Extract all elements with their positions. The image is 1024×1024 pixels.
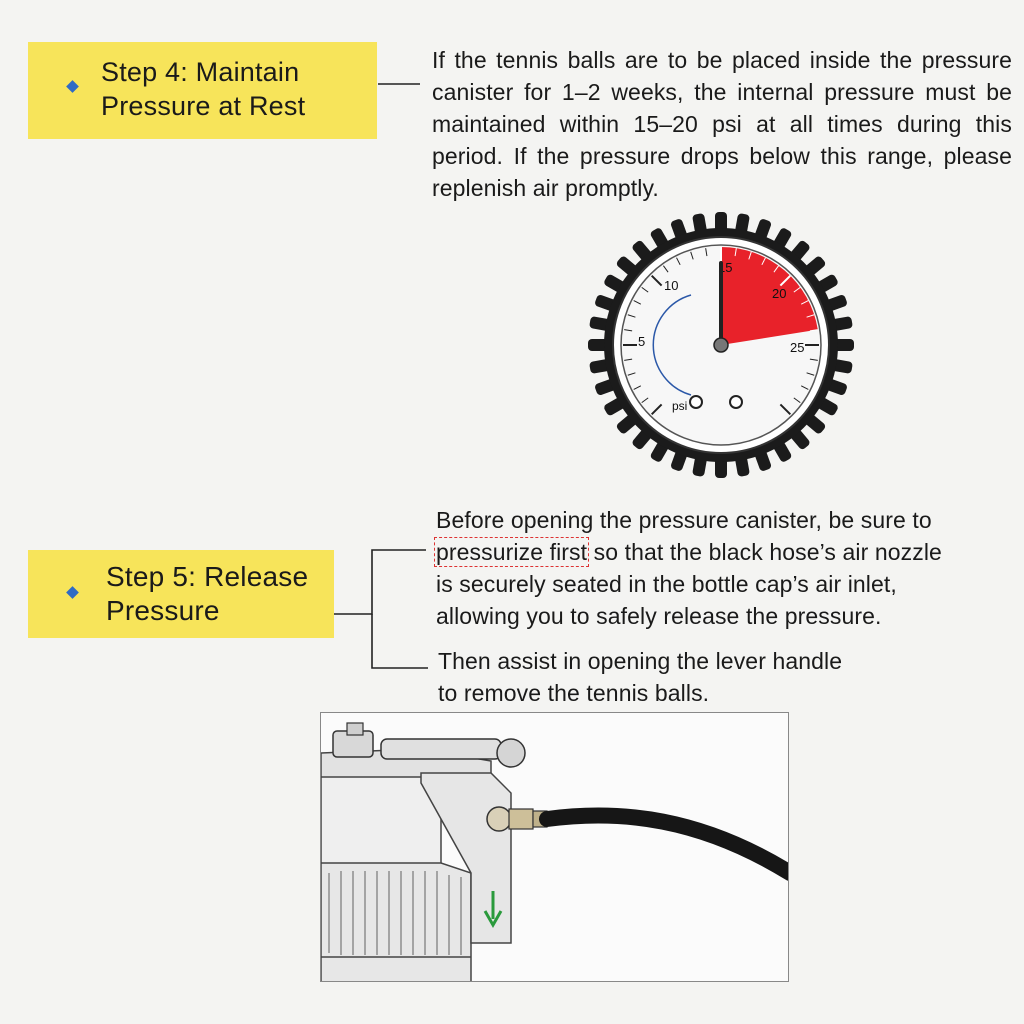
gauge-label-10: 10 — [664, 278, 678, 293]
step5-label-box: Step 5: Release Pressure — [28, 550, 334, 638]
diamond-bullet-icon — [66, 586, 79, 599]
gauge-label-20: 20 — [772, 286, 786, 301]
step5-title: Step 5: Release Pressure — [106, 561, 309, 626]
step4-description: If the tennis balls are to be placed ins… — [432, 47, 1012, 201]
step5-description: Before opening the pressure canister, be… — [433, 504, 956, 632]
step4-title: Step 4: Maintain Pressure at Rest — [101, 57, 306, 121]
step5-body-prefix: Before opening the pressure canister, be… — [436, 507, 932, 533]
pressure-gauge-icon: 5 10 15 20 25 psi — [588, 212, 854, 478]
gauge-ticks — [623, 247, 819, 416]
canister-hose-illustration — [320, 712, 789, 982]
step5-body-suffix: so that the black hose’s air nozzle is s… — [436, 539, 942, 629]
gauge-label-25: 25 — [790, 340, 804, 355]
step5-second-instruction: Then assist in opening the lever handle … — [438, 648, 843, 706]
gauge-unit: psi — [672, 399, 687, 413]
step4-label-box: Step 4: Maintain Pressure at Rest — [28, 42, 377, 139]
gauge-label-5: 5 — [638, 334, 645, 349]
down-arrow-icon — [483, 891, 503, 929]
pressurize-first-highlight: pressurize first — [433, 537, 590, 567]
diamond-bullet-icon — [66, 80, 79, 93]
gauge-red-zone — [721, 247, 818, 345]
